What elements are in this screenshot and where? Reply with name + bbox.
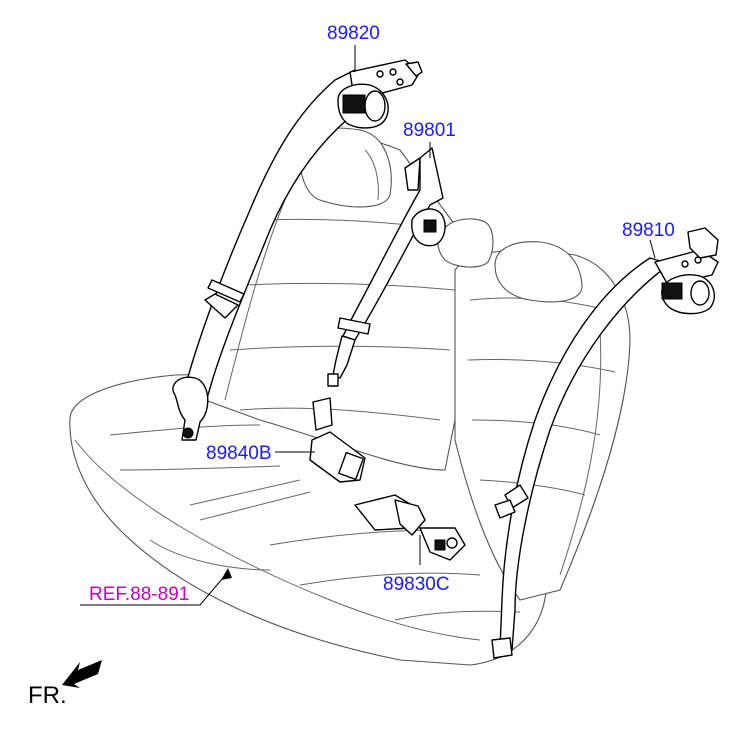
callout-89801[interactable]: 89801 xyxy=(403,120,456,141)
tongue-89801 xyxy=(332,335,356,379)
leader-lines xyxy=(80,45,656,606)
anchor-bolt-89820 xyxy=(182,427,194,439)
seat-belt-89820[interactable] xyxy=(172,59,423,441)
callout-89820[interactable]: 89820 xyxy=(327,23,380,44)
front-label: FR. xyxy=(28,682,67,709)
seat-belt-89810[interactable] xyxy=(491,227,719,659)
callout-89830c[interactable]: 89830C xyxy=(383,574,450,595)
arrow-front-left-icon xyxy=(62,660,102,688)
ref-arrowhead-icon xyxy=(221,568,232,580)
buckle-89840b[interactable] xyxy=(309,397,366,483)
headrest-right xyxy=(494,241,583,303)
belt-guide-89820 xyxy=(207,279,245,303)
callout-89840b[interactable]: 89840B xyxy=(206,443,272,464)
callout-ref-88-891[interactable]: REF.88-891 xyxy=(89,584,189,605)
callout-89810[interactable]: 89810 xyxy=(622,220,675,241)
buckle-tongue-89840b xyxy=(312,397,333,431)
seat-belt-89801[interactable] xyxy=(327,147,446,387)
belt-webbing-89820 xyxy=(181,69,381,406)
buckle-89830c[interactable] xyxy=(354,494,466,561)
front-direction-indicator: FR. xyxy=(28,660,102,709)
headrest-middle xyxy=(437,218,494,268)
lower-anchor-89820 xyxy=(172,376,209,441)
